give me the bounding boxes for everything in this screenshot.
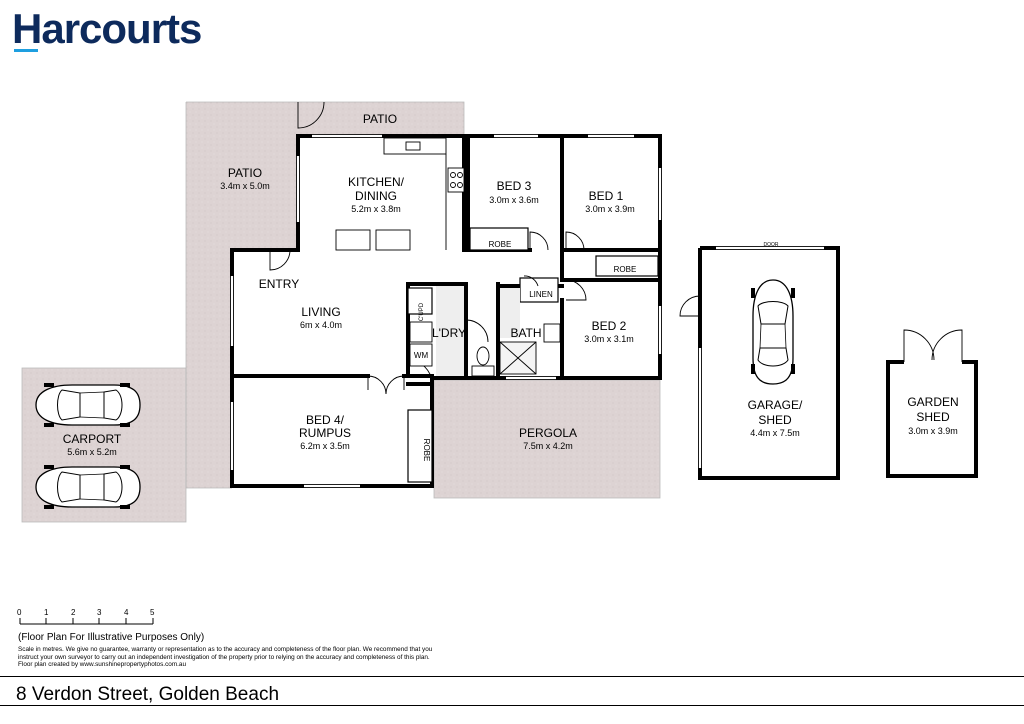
bath-fixtures bbox=[409, 321, 561, 377]
room-kitchen-line2: DINING bbox=[355, 189, 397, 203]
room-garden-shed-size: 3.0m x 3.9m bbox=[908, 426, 958, 436]
room-bed1-size: 3.0m x 3.9m bbox=[585, 204, 635, 214]
room-kitchen-size: 5.2m x 3.8m bbox=[351, 204, 401, 214]
scale-tick: 5 bbox=[150, 608, 155, 617]
scale-tick: 0 bbox=[17, 608, 22, 617]
brand-logo-accent bbox=[14, 49, 38, 52]
room-kitchen-line1: KITCHEN/ bbox=[348, 175, 405, 189]
divider-line bbox=[0, 705, 1024, 706]
room-bed4-robe: ROBE bbox=[422, 439, 431, 462]
patio-left-upper bbox=[186, 102, 298, 250]
room-bed3-robe: ROBE bbox=[489, 240, 512, 249]
room-patio-top: PATIO bbox=[363, 112, 397, 126]
room-bed2-size: 3.0m x 3.1m bbox=[584, 334, 634, 344]
room-linen: LINEN bbox=[529, 290, 553, 299]
room-patio-left-size: 3.4m x 5.0m bbox=[220, 181, 270, 191]
property-address: 8 Verdon Street, Golden Beach bbox=[16, 684, 280, 705]
room-bed1-robe: ROBE bbox=[614, 265, 637, 274]
scale-tick: 3 bbox=[97, 608, 102, 617]
divider-line bbox=[0, 676, 1024, 677]
room-bath: BATH bbox=[510, 326, 541, 340]
room-pergola-size: 7.5m x 4.2m bbox=[523, 441, 573, 451]
garage-door-label: DOOR bbox=[764, 242, 779, 248]
room-cupd: C'UPD bbox=[419, 302, 425, 321]
room-ldry: L'DRY bbox=[432, 326, 466, 340]
room-garden-shed-line1: GARDEN bbox=[907, 395, 958, 409]
room-ldry-wm: WM bbox=[414, 351, 429, 360]
room-carport-size: 5.6m x 5.2m bbox=[67, 447, 117, 457]
room-garage-line2: SHED bbox=[758, 413, 792, 427]
room-garage-size: 4.4m x 7.5m bbox=[750, 428, 800, 438]
disclaimer-text: Scale in metres. We give no guarantee, w… bbox=[18, 646, 433, 669]
scale-tick: 2 bbox=[71, 608, 76, 617]
door-swings bbox=[269, 101, 701, 395]
room-carport: CARPORT bbox=[63, 432, 122, 446]
room-garage-line1: GARAGE/ bbox=[748, 398, 803, 412]
scale-bar bbox=[19, 618, 154, 625]
robe-boxes bbox=[407, 227, 659, 483]
room-living: LIVING bbox=[301, 305, 340, 319]
disclaimer-heading: (Floor Plan For Illustrative Purposes On… bbox=[18, 632, 205, 643]
room-bed1: BED 1 bbox=[589, 189, 624, 203]
kitchen-fixtures bbox=[335, 137, 465, 251]
garden-shed-walls bbox=[886, 360, 978, 478]
patio-top-area bbox=[298, 102, 464, 134]
room-bed4-line1: BED 4/ bbox=[306, 413, 345, 427]
room-pergola: PERGOLA bbox=[519, 426, 577, 440]
room-patio-left: PATIO bbox=[228, 166, 262, 180]
car-carport-1 bbox=[35, 382, 141, 428]
pergola-area bbox=[434, 380, 660, 498]
room-entry: ENTRY bbox=[259, 277, 299, 291]
car-carport-2 bbox=[35, 464, 141, 510]
room-bed3: BED 3 bbox=[497, 179, 532, 193]
room-bed4-size: 6.2m x 3.5m bbox=[300, 441, 350, 451]
room-bed4-line2: RUMPUS bbox=[299, 426, 351, 440]
scale-tick: 4 bbox=[124, 608, 129, 617]
room-living-size: 6m x 4.0m bbox=[300, 320, 342, 330]
room-bed3-size: 3.0m x 3.6m bbox=[489, 195, 539, 205]
car-garage bbox=[750, 279, 796, 385]
room-bed2: BED 2 bbox=[592, 319, 627, 333]
scale-tick: 1 bbox=[44, 608, 49, 617]
room-garden-shed-line2: SHED bbox=[916, 410, 950, 424]
brand-logo: Harcourts bbox=[12, 5, 202, 52]
